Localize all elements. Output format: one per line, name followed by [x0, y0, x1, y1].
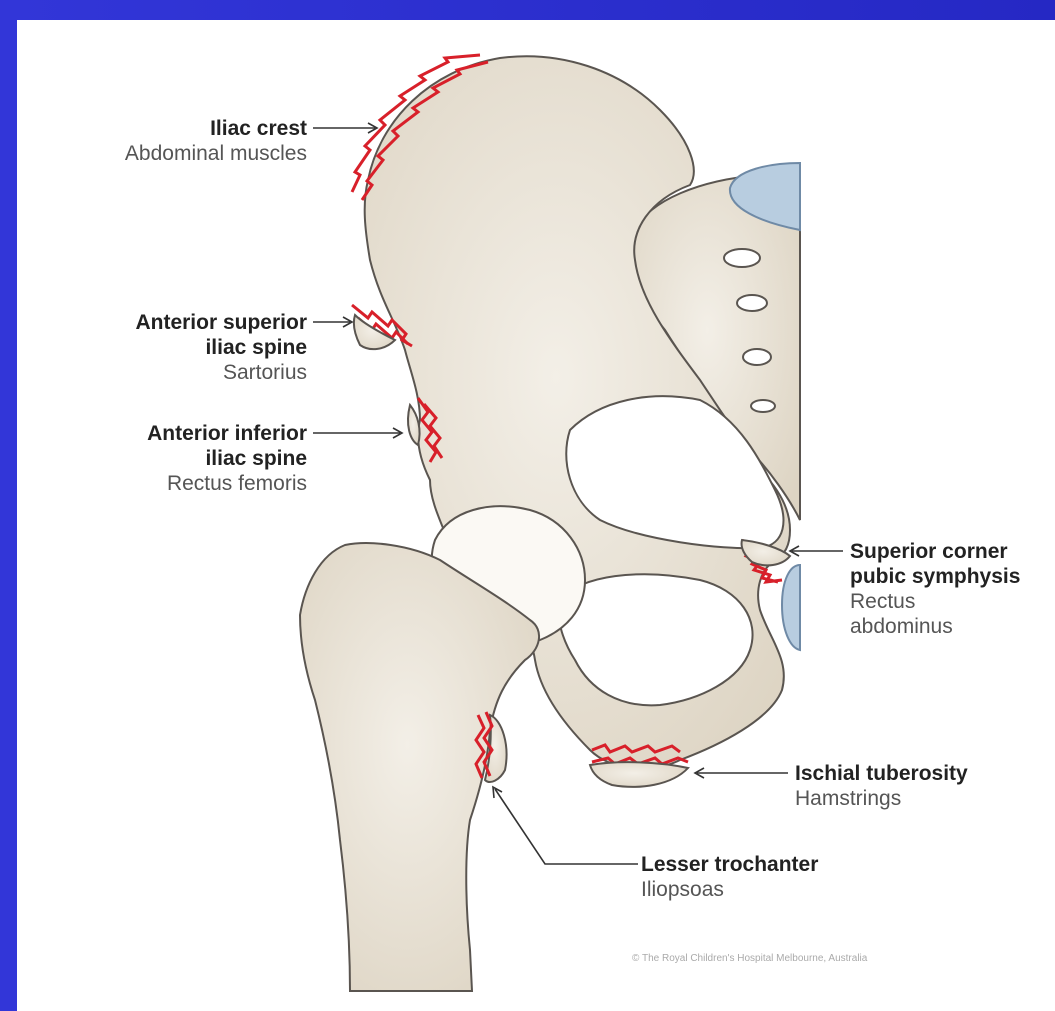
lesser-trochanter-name: Lesser trochanter	[641, 852, 818, 877]
aiis-name-line2: iliac spine	[147, 446, 307, 471]
pubic-muscle-line2: abdominus	[850, 614, 1020, 639]
ischial-fragment	[590, 762, 688, 787]
ischial-muscle: Hamstrings	[795, 786, 968, 811]
sacral-foramen	[743, 349, 771, 365]
lesser-trochanter-muscle: Iliopsoas	[641, 877, 818, 902]
aiis-name-line1: Anterior inferior	[147, 421, 307, 446]
pubic-name-line2: pubic symphysis	[850, 564, 1020, 589]
asis-fragment	[354, 315, 395, 349]
symphysis-disc	[782, 565, 800, 650]
sacral-foramen	[724, 249, 760, 267]
iliac-crest-name: Iliac crest	[125, 116, 307, 141]
pubic-muscle-line1: Rectus	[850, 589, 1020, 614]
iliac-crest-muscle: Abdominal muscles	[125, 141, 307, 166]
pubic-symphysis-label: Superior corner pubic symphysis Rectus a…	[850, 539, 1020, 639]
sacral-foramen	[737, 295, 767, 311]
asis-label: Anterior superior iliac spine Sartorius	[135, 310, 307, 385]
asis-muscle: Sartorius	[135, 360, 307, 385]
aiis-label: Anterior inferior iliac spine Rectus fem…	[147, 421, 307, 496]
asis-name-line1: Anterior superior	[135, 310, 307, 335]
aiis-muscle: Rectus femoris	[147, 471, 307, 496]
asis-name-line2: iliac spine	[135, 335, 307, 360]
aiis-fragment	[408, 405, 420, 445]
sacral-foramen	[751, 400, 775, 412]
lesser-trochanter-label: Lesser trochanter Iliopsoas	[641, 852, 818, 902]
pubic-name-line1: Superior corner	[850, 539, 1020, 564]
iliac-crest-label: Iliac crest Abdominal muscles	[125, 116, 307, 166]
ischial-name: Ischial tuberosity	[795, 761, 968, 786]
ischial-tuberosity-label: Ischial tuberosity Hamstrings	[795, 761, 968, 811]
copyright-credit: © The Royal Children's Hospital Melbourn…	[632, 953, 867, 964]
